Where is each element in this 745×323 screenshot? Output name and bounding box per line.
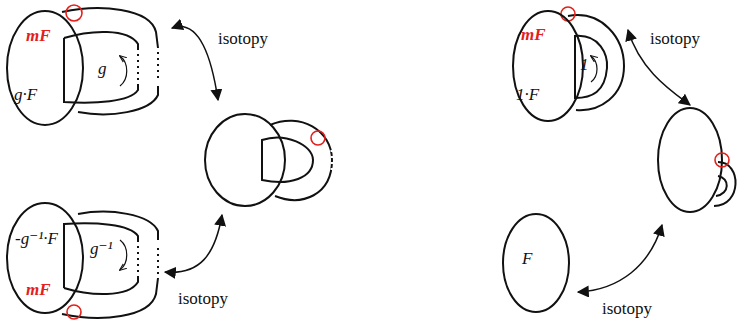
surface-ellipse xyxy=(7,203,83,313)
surface-name: 1·F xyxy=(516,86,539,105)
surface-name: g·F xyxy=(14,86,37,105)
right-middle-surface xyxy=(658,108,736,212)
surface-ellipse xyxy=(513,11,583,121)
surface-ellipse xyxy=(7,11,83,125)
surface-ellipse xyxy=(503,214,569,312)
group-element-label: g xyxy=(98,60,107,79)
surface-name: -g⁻¹·F xyxy=(15,230,58,249)
group-element-label: g⁻¹ xyxy=(90,240,113,259)
surface-oval: F xyxy=(502,213,570,313)
isotopy-arrows xyxy=(165,27,690,292)
meridian-label: mF xyxy=(26,27,51,46)
meridian-label: mF xyxy=(521,26,546,45)
isotopy-label: isotopy xyxy=(218,30,268,49)
isotopy-label: isotopy xyxy=(650,30,700,49)
isotopy-label: isotopy xyxy=(178,290,228,309)
middle-surface xyxy=(205,114,332,206)
isotopy-label: isotopy xyxy=(602,300,652,319)
surface-outline xyxy=(502,213,570,313)
group-element-label: 1 xyxy=(580,56,589,75)
meridian-label: mF xyxy=(26,281,51,300)
surface-name: F xyxy=(522,250,532,269)
